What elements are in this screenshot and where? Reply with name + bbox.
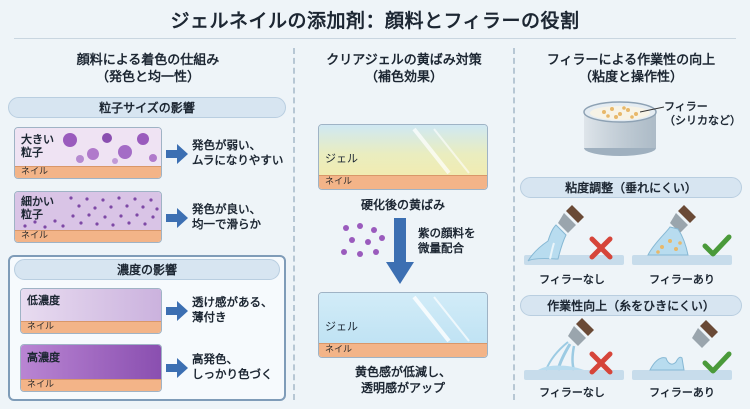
workability-without-label: フィラーなし <box>539 386 605 399</box>
large-particle-sample: 大きい 粒子 ネイル <box>14 127 162 179</box>
arrow-right-icon <box>166 358 188 378</box>
gel-label: ジェル <box>325 152 358 165</box>
result-caption: 黄色感が低減し、 透明感がアップ <box>308 364 498 396</box>
clear-gel-layer <box>319 293 487 345</box>
workability-with-label: フィラーあり <box>649 386 715 399</box>
particle-size-pill: 粒子サイズの影響 <box>8 97 286 118</box>
nail-label: ネイル <box>27 322 55 332</box>
nail-layer <box>21 321 161 333</box>
column-divider-2 <box>513 48 515 400</box>
viscosity-pill: 粘度調整（垂れにくい） <box>520 177 742 198</box>
pigment-heading-line1: 顔料による着色の仕組み <box>76 53 220 68</box>
nail-label: ネイル <box>325 345 353 355</box>
nail-layer <box>319 175 487 189</box>
check-icon <box>702 351 732 374</box>
cross-icon <box>589 351 613 375</box>
yellowed-gel-sample: ジェル ネイル <box>318 124 488 190</box>
check-icon <box>702 234 732 257</box>
viscosity-with-label: フィラーあり <box>649 273 715 286</box>
jar-leader-line <box>640 106 665 113</box>
large-desc-line2: ムラになりやすい <box>192 153 284 167</box>
high-concentration-sample: 高濃度 ネイル <box>20 344 162 392</box>
arrow-right-icon <box>166 301 188 321</box>
nail-label: ネイル <box>21 231 49 241</box>
yellowing-caption: 硬化後の黄ばみ <box>360 198 445 212</box>
filler-jar-label: フィラー （シリカなど） <box>664 100 741 128</box>
result-line2: 透明感がアップ <box>360 381 445 395</box>
large-desc-line1: 発色が弱い、 <box>192 138 261 152</box>
yellowed-gel-layer <box>319 125 487 177</box>
purple-pigment-dots <box>341 223 385 257</box>
arrow-right-icon <box>166 144 188 164</box>
clear-heading-line1: クリアジェルの黄ばみ対策 <box>326 53 482 68</box>
corrected-gel-sample: ジェル ネイル <box>318 292 488 358</box>
high-desc-line2: しっかり色づく <box>192 367 273 381</box>
purple-note-line2: 微量配合 <box>418 241 464 255</box>
purple-note-line1: 紫の顔料を <box>418 226 476 240</box>
title-divider <box>14 38 736 39</box>
jar-label-line1: フィラー <box>664 100 708 113</box>
filler-heading-line1: フィラーによる作業性の向上 <box>546 53 716 68</box>
pigment-heading-line2: （発色と均一性） <box>95 70 200 85</box>
viscosity-with-illustration <box>632 205 732 265</box>
nail-label: ネイル <box>325 177 353 187</box>
small-particle-sample: 細かい 粒子 ネイル <box>14 191 162 243</box>
filler-jar-icon <box>583 101 657 156</box>
arrow-right-icon <box>166 208 188 228</box>
large-particle-label: 大きい 粒子 <box>21 133 54 159</box>
column-divider-1 <box>293 48 295 400</box>
workability-with-illustration <box>632 320 732 380</box>
filler-heading-line2: （粘度と操作性） <box>578 70 683 85</box>
small-desc-line2: 均一で滑らか <box>192 217 261 231</box>
clear-heading: クリアジェルの黄ばみ対策 （補色効果） <box>298 52 510 86</box>
high-concentration-desc: 高発色、 しっかり色づく <box>192 352 273 382</box>
cross-icon <box>589 236 613 260</box>
viscosity-without-label: フィラーなし <box>539 273 605 286</box>
nail-label: ネイル <box>27 380 55 390</box>
low-concentration-desc: 透け感がある、 薄付き <box>192 295 273 325</box>
filler-heading: フィラーによる作業性の向上 （粘度と操作性） <box>516 52 746 86</box>
gel-label: ジェル <box>325 320 358 333</box>
purple-note: 紫の顔料を 微量配合 <box>418 226 476 256</box>
page-title: ジェルネイルの添加剤：顔料とフィラーの役割 <box>170 10 580 32</box>
nail-layer <box>319 343 487 357</box>
workability-without-illustration <box>524 318 624 380</box>
nail-layer <box>15 230 161 242</box>
small-desc-line1: 発色が良い、 <box>192 202 261 216</box>
nail-layer <box>15 166 161 178</box>
large-particle-desc: 発色が弱い、 ムラになりやすい <box>192 138 283 168</box>
nail-label: ネイル <box>21 167 49 177</box>
low-desc-line1: 透け感がある、 <box>192 295 273 309</box>
viscosity-without-illustration <box>524 205 624 265</box>
arrow-down-icon <box>386 218 414 284</box>
small-particle-label: 細かい 粒子 <box>21 195 54 221</box>
jar-label-line2: （シリカなど） <box>664 114 741 127</box>
pigment-heading: 顔料による着色の仕組み （発色と均一性） <box>8 52 288 86</box>
low-desc-line2: 薄付き <box>192 310 227 324</box>
low-gel-layer <box>21 289 161 323</box>
workability-pill: 作業性向上（糸をひきにくい） <box>520 295 742 316</box>
small-particle-desc: 発色が良い、 均一で滑らか <box>192 202 261 232</box>
clear-heading-line2: （補色効果） <box>364 70 443 85</box>
high-concentration-label: 高濃度 <box>27 351 60 364</box>
result-line1: 黄色感が低減し、 <box>354 365 451 379</box>
high-desc-line1: 高発色、 <box>192 352 238 366</box>
low-concentration-sample: 低濃度 ネイル <box>20 288 162 334</box>
nail-layer <box>21 379 161 391</box>
small-particle-dots <box>23 196 159 229</box>
large-particle-dots <box>63 133 157 164</box>
large-particle-gel-layer <box>15 128 161 168</box>
gel-shine <box>412 295 470 343</box>
low-concentration-label: 低濃度 <box>27 294 60 307</box>
gel-shine <box>412 127 470 175</box>
high-gel-layer <box>21 345 161 381</box>
concentration-pill: 濃度の影響 <box>14 259 280 280</box>
